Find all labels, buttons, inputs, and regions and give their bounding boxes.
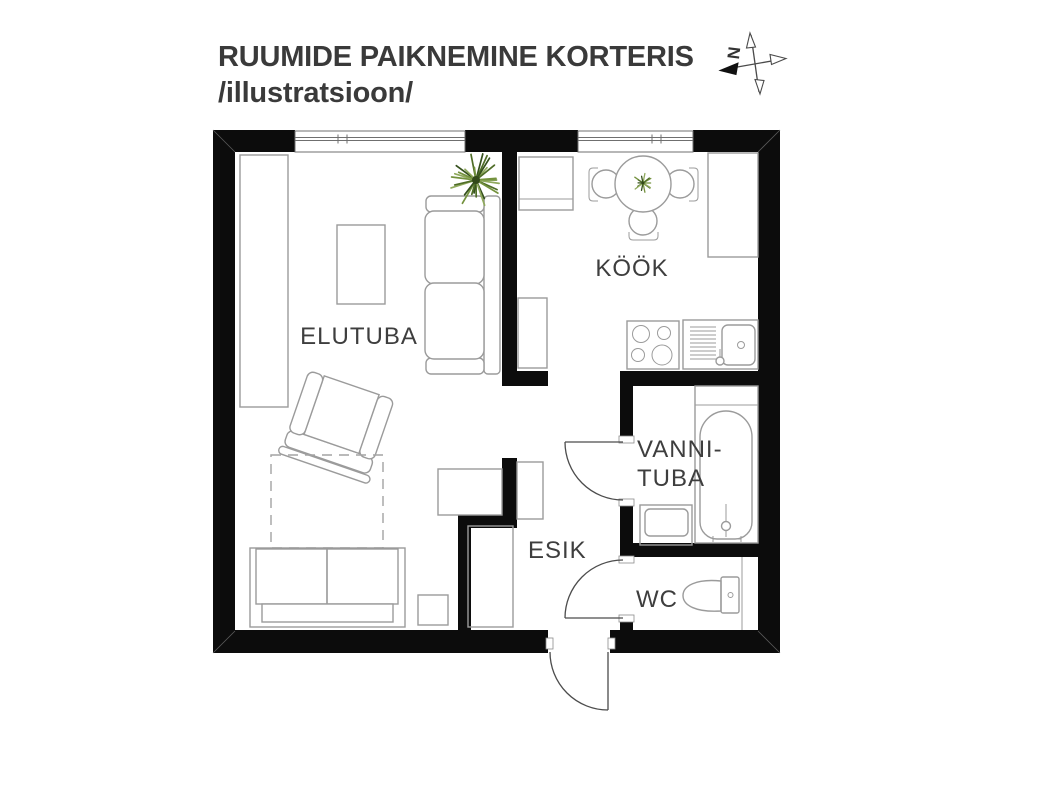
furniture-wc xyxy=(682,557,743,630)
sofa xyxy=(424,195,501,375)
compass-icon: N xyxy=(718,31,788,96)
room-labels: ELUTUBA KÖÖK VANNI- TUBA ESIK WC xyxy=(300,255,723,613)
dining-set xyxy=(588,155,699,241)
bath-faucet-icon xyxy=(720,520,732,532)
toilet xyxy=(682,576,740,614)
faucet-icon xyxy=(715,356,725,366)
hall-closet-lower xyxy=(467,525,514,628)
kitchen-counter xyxy=(707,152,759,258)
label-esik: ESIK xyxy=(528,537,587,564)
bathtub xyxy=(694,385,759,544)
page-subtitle: /illustratsioon/ xyxy=(218,77,413,109)
coffee-table xyxy=(336,224,386,305)
entrance-door xyxy=(545,637,616,711)
tall-cabinet xyxy=(517,297,548,369)
armchair xyxy=(278,371,394,484)
wardrobe xyxy=(239,154,289,408)
windows xyxy=(294,130,694,153)
bathroom-door xyxy=(564,435,635,507)
label-vannituba-line2: TUBA xyxy=(637,465,705,492)
compass-north-arrow xyxy=(718,62,739,76)
page-title: RUUMIDE PAIKNEMINE KORTERIS xyxy=(218,41,694,73)
kitchen-sink xyxy=(682,319,759,370)
label-vannituba-line1: VANNI- xyxy=(637,436,723,463)
furniture-living-room xyxy=(239,153,503,628)
kitchen-window xyxy=(577,130,694,153)
fridge-cabinet xyxy=(518,156,574,211)
compass-north-label: N xyxy=(723,46,743,61)
side-table xyxy=(417,594,449,626)
furniture-kitchen xyxy=(517,152,759,370)
table-plant-icon xyxy=(634,172,652,193)
plant-icon xyxy=(450,153,500,207)
label-elutuba: ELUTUBA xyxy=(300,323,418,350)
title-block: RUUMIDE PAIKNEMINE KORTERIS /illustratsi… xyxy=(218,41,694,109)
furniture-hallway xyxy=(467,461,544,628)
walls xyxy=(212,129,781,654)
label-kook: KÖÖK xyxy=(595,255,668,282)
living-room-window xyxy=(294,130,466,153)
label-wc: WC xyxy=(636,586,678,613)
doors xyxy=(545,435,635,711)
stove xyxy=(626,320,680,370)
desk xyxy=(437,468,503,516)
washing-machine xyxy=(639,504,693,546)
wc-door xyxy=(564,555,635,623)
sofa-bed xyxy=(249,547,406,628)
hall-closet-upper xyxy=(516,461,544,520)
furniture-bathroom xyxy=(639,385,759,546)
